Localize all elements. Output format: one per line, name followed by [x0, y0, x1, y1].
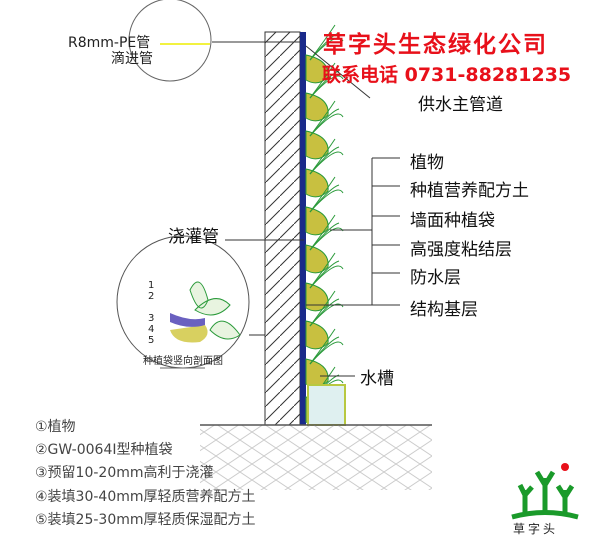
planting-bag — [305, 320, 329, 350]
legend-item: ③预留10-20mm高利于浇灌 — [35, 465, 214, 481]
waterproof-layer — [300, 32, 306, 425]
layer-label: 植物 — [410, 153, 444, 173]
logo-mark — [511, 463, 579, 520]
ground-hatch — [200, 425, 432, 490]
planting-bag — [305, 130, 329, 160]
structural-wall — [264, 31, 301, 426]
planting-bag — [305, 244, 329, 274]
plant-leaf — [309, 75, 344, 99]
pe-pipe-label: R8mm-PE管 — [68, 35, 151, 51]
planting-bag — [305, 54, 329, 84]
plant-leaf — [309, 303, 344, 327]
pipe-detail-circle — [128, 0, 212, 82]
legend-item: ④装填30-40mm厚轻质营养配方土 — [35, 489, 256, 505]
layer-label: 结构基层 — [410, 300, 478, 320]
planting-bag — [305, 92, 329, 122]
detail-title: 种植袋竖向剖面图 — [143, 356, 223, 367]
plant-leaf — [309, 37, 344, 61]
plant-leaf — [309, 265, 344, 289]
planting-bag — [305, 168, 329, 198]
supply-pipe-label: 供水主管道 — [418, 95, 503, 115]
layer-label: 防水层 — [410, 268, 461, 288]
planting-bag — [305, 282, 329, 312]
plant-column — [305, 24, 344, 426]
layer-label: 墙面种植袋 — [410, 211, 495, 231]
layer-label: 种植营养配方土 — [410, 181, 529, 201]
company-phone: 联系电话 0731-88281235 — [322, 64, 572, 86]
irrigation-pipe-label: 浇灌管 — [168, 227, 219, 247]
legend-item: ②GW-0064I型种植袋 — [35, 442, 173, 458]
plant-leaf — [309, 341, 344, 365]
water-tank-label: 水槽 — [360, 369, 394, 389]
plant-leaf — [309, 189, 344, 213]
company-name: 草字头生态绿化公司 — [323, 31, 548, 58]
plant-leaf — [309, 151, 344, 175]
bag-detail-circle — [116, 235, 250, 369]
legend-item: ⑤装填25-30mm厚轻质保湿配方土 — [35, 512, 256, 528]
legend-item: ①植物 — [35, 419, 76, 435]
plant-leaf — [309, 113, 344, 137]
water-tank — [307, 384, 346, 426]
planting-bag — [305, 358, 329, 388]
logo-text: 草字头 — [513, 522, 559, 536]
drip-pipe-label: 滴进管 — [111, 51, 153, 67]
layer-label: 高强度粘结层 — [410, 240, 512, 260]
planting-bag — [305, 206, 329, 236]
